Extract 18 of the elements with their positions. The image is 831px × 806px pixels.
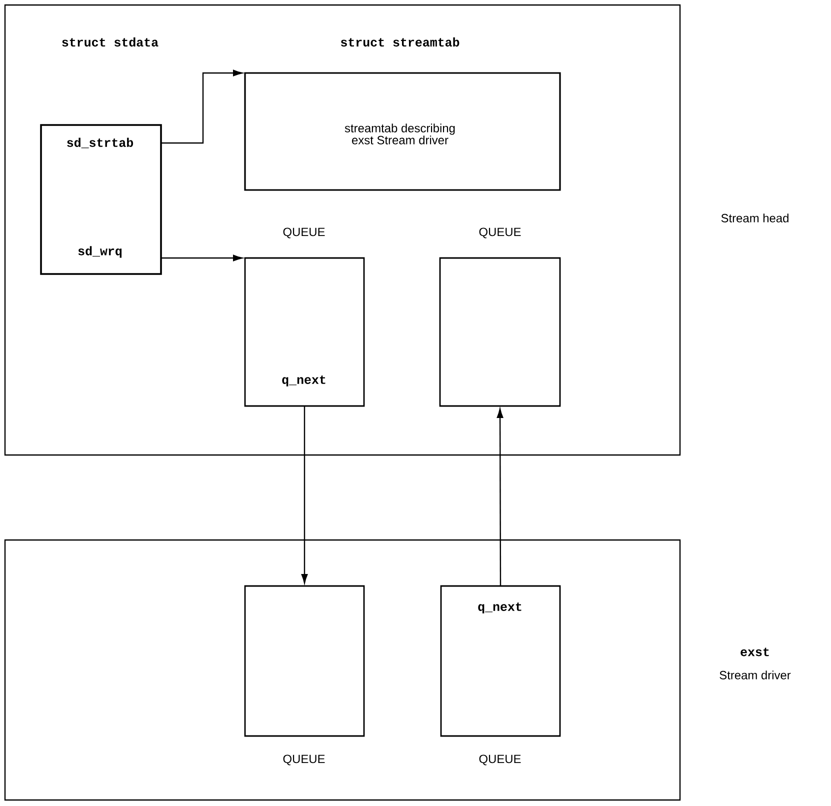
box-label: QUEUE [283, 228, 325, 238]
arrow [161, 254, 242, 262]
box-label: q_next [478, 602, 522, 614]
box-label: q_next [282, 376, 326, 386]
panel-label: Stream driver [720, 670, 791, 680]
struct-label: struct stdata [62, 37, 158, 47]
box-label: QUEUE [283, 754, 325, 766]
box-label: QUEUE [479, 228, 521, 238]
panel-label: Stream head [721, 214, 788, 222]
box-label: sd_strtab [67, 138, 134, 148]
box-label: QUEUE [479, 754, 521, 766]
arrow [301, 406, 308, 584]
box-label: streamtab describing exst Stream driver [344, 124, 455, 144]
arrow [496, 408, 504, 586]
box-label: sd_wrq [78, 246, 122, 258]
struct-label: struct streamtab [340, 37, 460, 47]
panel-label: exst [740, 648, 769, 656]
arrow [161, 70, 242, 144]
